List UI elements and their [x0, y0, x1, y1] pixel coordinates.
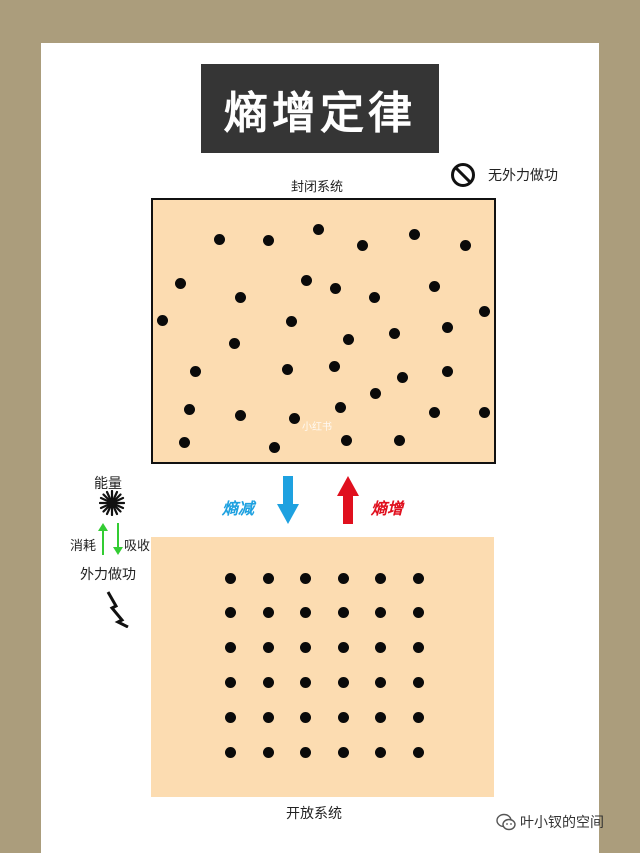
- closed-system-box: 小红书: [151, 198, 496, 464]
- particle: [225, 677, 236, 688]
- particle: [263, 747, 274, 758]
- particle: [263, 607, 274, 618]
- particle: [286, 316, 297, 327]
- entropy-decrease-label: 熵减: [222, 499, 255, 518]
- particle: [389, 328, 400, 339]
- particle: [300, 642, 311, 653]
- particle: [375, 677, 386, 688]
- consume-arrow-icon: [98, 523, 108, 555]
- particle: [263, 712, 274, 723]
- particle: [263, 235, 274, 246]
- particle: [442, 322, 453, 333]
- particle: [375, 747, 386, 758]
- particle: [343, 334, 354, 345]
- entropy-increase-arrow-icon: [337, 476, 359, 524]
- particle: [282, 364, 293, 375]
- watermark: 小红书: [302, 422, 332, 433]
- particle: [375, 573, 386, 584]
- particle: [375, 642, 386, 653]
- particle: [329, 361, 340, 372]
- absorb-label: 吸收: [124, 539, 151, 554]
- external-work-label: 外力做功: [80, 567, 136, 583]
- title-banner: 熵增定律: [201, 64, 439, 153]
- particle: [413, 607, 424, 618]
- particle: [225, 607, 236, 618]
- page-title: 熵增定律: [224, 87, 416, 139]
- particle: [184, 404, 195, 415]
- particle: [235, 410, 246, 421]
- particle: [338, 747, 349, 758]
- particle: [413, 642, 424, 653]
- particle: [300, 712, 311, 723]
- consume-label: 消耗: [70, 539, 97, 554]
- particle: [338, 642, 349, 653]
- particle: [225, 642, 236, 653]
- wechat-icon: [496, 813, 516, 831]
- particle: [214, 234, 225, 245]
- particle: [338, 607, 349, 618]
- absorb-arrow-icon: [113, 523, 123, 555]
- particle: [190, 366, 201, 377]
- particle: [300, 607, 311, 618]
- particle: [413, 677, 424, 688]
- open-system-label: 开放系统: [286, 806, 342, 822]
- open-system-box: [151, 537, 494, 797]
- particle: [409, 229, 420, 240]
- particle: [413, 747, 424, 758]
- footer-account: 叶小钗的空间: [496, 812, 604, 832]
- particle: [301, 275, 312, 286]
- particle: [370, 388, 381, 399]
- particle: [460, 240, 471, 251]
- particle: [235, 292, 246, 303]
- particle: [442, 366, 453, 377]
- particle: [225, 712, 236, 723]
- particle: [479, 407, 490, 418]
- particle: [397, 372, 408, 383]
- particle: [313, 224, 324, 235]
- particle: [479, 306, 490, 317]
- particle: [338, 677, 349, 688]
- footer-account-name: 叶小钗的空间: [520, 815, 604, 831]
- particle: [263, 642, 274, 653]
- particle: [341, 435, 352, 446]
- particle: [300, 677, 311, 688]
- particle: [338, 712, 349, 723]
- entropy-increase-label: 熵增: [371, 499, 404, 518]
- particle: [225, 573, 236, 584]
- no-external-work-label: 无外力做功: [488, 168, 558, 184]
- particle: [229, 338, 240, 349]
- entropy-decrease-arrow-icon: [277, 476, 299, 524]
- particle: [330, 283, 341, 294]
- particle: [300, 573, 311, 584]
- particle: [429, 281, 440, 292]
- particle: [429, 407, 440, 418]
- particle: [394, 435, 405, 446]
- particle: [335, 402, 346, 413]
- no-entry-icon: [451, 163, 475, 187]
- particle: [263, 677, 274, 688]
- particle: [375, 712, 386, 723]
- particle: [175, 278, 186, 289]
- particle: [413, 573, 424, 584]
- particle: [357, 240, 368, 251]
- energy-label: 能量: [94, 476, 122, 492]
- particle: [269, 442, 280, 453]
- particle: [179, 437, 190, 448]
- lightning-bolt-icon: [106, 591, 129, 628]
- particle: [338, 573, 349, 584]
- particle: [225, 747, 236, 758]
- particle: [413, 712, 424, 723]
- particle: [157, 315, 168, 326]
- energy-star-icon: [99, 490, 125, 516]
- particle: [289, 413, 300, 424]
- particle: [369, 292, 380, 303]
- particle: [375, 607, 386, 618]
- particle: [263, 573, 274, 584]
- closed-system-label: 封闭系统: [291, 180, 344, 195]
- particle: [300, 747, 311, 758]
